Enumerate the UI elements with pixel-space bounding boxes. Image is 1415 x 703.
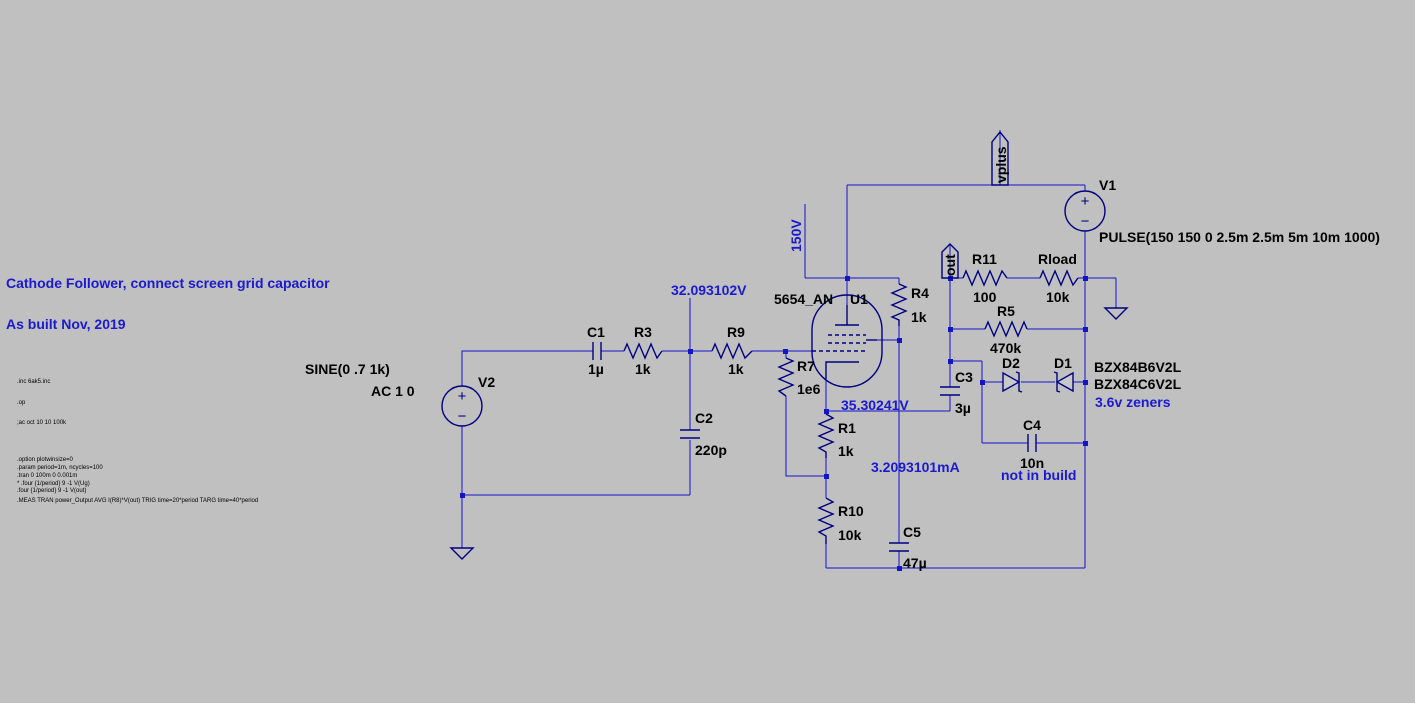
r3-name[interactable]: R3: [634, 324, 652, 340]
r10-name[interactable]: R10: [838, 503, 864, 519]
c3-capacitor-symbol[interactable]: [940, 386, 960, 396]
c1-capacitor-symbol[interactable]: [592, 342, 602, 360]
v2-source-symbol[interactable]: + −: [441, 385, 483, 427]
not-in-build-note[interactable]: not in build: [1001, 467, 1076, 483]
r5-value[interactable]: 470k: [990, 340, 1021, 356]
c2-capacitor-symbol[interactable]: [680, 429, 700, 439]
vplus-net-label[interactable]: vplus: [993, 146, 1009, 183]
r10-value[interactable]: 10k: [838, 527, 862, 543]
directive-four-ug[interactable]: * .four {1/period} 9 -1 V(Ug): [17, 481, 90, 487]
r3-value[interactable]: 1k: [635, 361, 651, 377]
cathode-current-annotation: 3.2093101mA: [871, 459, 960, 475]
c4-capacitor-symbol[interactable]: [1027, 434, 1037, 452]
r4-value[interactable]: 1k: [911, 309, 927, 325]
directive-option[interactable]: .option plotwinsize=0: [17, 457, 74, 463]
r11-resistor-symbol[interactable]: [962, 269, 1008, 287]
v1-source-symbol[interactable]: + −: [1064, 190, 1106, 232]
v1-name[interactable]: V1: [1099, 177, 1116, 193]
directive-meas[interactable]: .MEAS TRAN power_Output AVG I(R8)*V(out)…: [17, 498, 258, 504]
out-net-flag[interactable]: [941, 243, 959, 279]
rload-resistor-symbol[interactable]: [1039, 269, 1079, 287]
svg-text:+: +: [458, 388, 467, 405]
c5-capacitor-symbol[interactable]: [889, 542, 909, 552]
r10-resistor-symbol[interactable]: [817, 497, 835, 544]
zeners-note[interactable]: 3.6v zeners: [1095, 394, 1171, 410]
r7-value[interactable]: 1e6: [797, 381, 821, 397]
r9-resistor-symbol[interactable]: [711, 342, 753, 360]
svg-text:−: −: [458, 408, 467, 425]
rload-name[interactable]: Rload: [1038, 251, 1077, 267]
c2-value[interactable]: 220p: [695, 442, 727, 458]
cathode-voltage-annotation: 35.30241V: [841, 397, 909, 413]
r11-name[interactable]: R11: [972, 251, 997, 267]
d1-name[interactable]: D1: [1054, 355, 1072, 371]
c2-name[interactable]: C2: [695, 410, 713, 426]
c1-name[interactable]: C1: [587, 324, 605, 340]
v2-name[interactable]: V2: [478, 374, 495, 390]
ground-symbol-output: [1103, 307, 1129, 320]
svg-text:−: −: [1081, 213, 1090, 230]
grid-voltage-annotation: 32.093102V: [671, 282, 747, 298]
title-line-2: As built Nov, 2019: [6, 316, 126, 332]
r11-value[interactable]: 100: [973, 289, 997, 305]
v1-value[interactable]: PULSE(150 150 0 2.5m 2.5m 5m 10m 1000): [1099, 229, 1380, 245]
c5-name[interactable]: C5: [903, 524, 921, 540]
v2-ac[interactable]: AC 1 0: [371, 383, 415, 399]
c4-name[interactable]: C4: [1023, 417, 1041, 433]
r4-resistor-symbol[interactable]: [890, 283, 908, 326]
wires: [461, 130, 1117, 569]
directive-four-out[interactable]: .four {1/period} 9 -1 V(out): [17, 488, 86, 494]
junction-dots: [460, 276, 1088, 571]
u1-model[interactable]: 5654_AN: [774, 291, 833, 307]
c1-value[interactable]: 1µ: [588, 361, 604, 377]
d2-name[interactable]: D2: [1002, 355, 1020, 371]
c4-value[interactable]: 10n: [1020, 455, 1044, 471]
d2-model[interactable]: BZX84B6V2L: [1094, 359, 1182, 375]
c3-name[interactable]: C3: [955, 369, 973, 385]
directive-inc[interactable]: .inc 6ak5.inc: [17, 379, 50, 385]
b-plus-net-label[interactable]: 150V: [788, 219, 804, 252]
r5-name[interactable]: R5: [997, 303, 1015, 319]
svg-text:+: +: [1081, 193, 1090, 210]
d2-zener-symbol[interactable]: [1002, 371, 1023, 393]
vplus-net-flag[interactable]: [991, 130, 1009, 186]
u1-name[interactable]: U1: [850, 291, 868, 307]
title-line-1: Cathode Follower, connect screen grid ca…: [6, 275, 330, 291]
r9-value[interactable]: 1k: [728, 361, 744, 377]
r3-resistor-symbol[interactable]: [623, 342, 663, 360]
r1-resistor-symbol[interactable]: [817, 413, 835, 458]
rload-value[interactable]: 10k: [1046, 289, 1070, 305]
spice-directives[interactable]: .inc 6ak5.inc .op ;ac oct 10 10 100k .op…: [17, 379, 258, 504]
r7-name[interactable]: R7: [797, 358, 815, 374]
directive-ac[interactable]: ;ac oct 10 10 100k: [17, 420, 67, 426]
v2-value[interactable]: SINE(0 .7 1k): [305, 361, 390, 377]
directive-tran[interactable]: .tran 0 100m 0 0.001m: [17, 473, 77, 479]
r1-name[interactable]: R1: [838, 420, 856, 436]
r7-resistor-symbol[interactable]: [777, 357, 795, 397]
c3-value[interactable]: 3µ: [955, 400, 971, 416]
r1-value[interactable]: 1k: [838, 443, 854, 459]
u1-pentode-tube-symbol[interactable]: [811, 294, 883, 388]
d1-zener-symbol[interactable]: [1053, 371, 1074, 393]
d1-model[interactable]: BZX84C6V2L: [1094, 376, 1182, 392]
directive-param[interactable]: .param period=1m, ncycles=100: [17, 465, 103, 471]
c5-value[interactable]: 47µ: [903, 555, 927, 571]
r4-name[interactable]: R4: [911, 285, 929, 301]
r9-name[interactable]: R9: [727, 324, 745, 340]
out-net-label[interactable]: out: [942, 254, 958, 276]
ground-symbol-input: [449, 547, 475, 560]
r5-resistor-symbol[interactable]: [984, 320, 1028, 338]
directive-op[interactable]: .op: [17, 400, 26, 406]
